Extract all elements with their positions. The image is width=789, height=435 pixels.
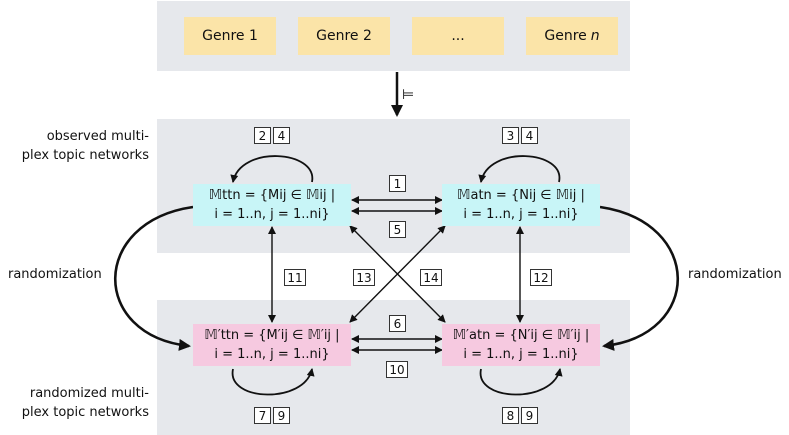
genre-label: Genre 2 <box>316 28 372 44</box>
edge-label-6: 6 <box>389 315 406 332</box>
genre-box-2: Genre 2 <box>298 17 390 55</box>
randomization-left-label: randomization <box>8 267 102 282</box>
loop-ttn-labels: 2 4 <box>254 127 290 144</box>
node-ttn-r-line1: 𝕄′ttn = {M′ij ∈ 𝕄′ij | <box>204 328 340 343</box>
randomized-label-line2: plex topic networks <box>21 405 149 420</box>
node-ttn: 𝕄ttn = {Mij ∈ 𝕄ij | i = 1..n, j = 1..ni} <box>193 184 351 226</box>
edge-label: 8 <box>502 407 519 424</box>
edge-label-5: 5 <box>389 221 406 238</box>
edge-14 <box>349 225 446 323</box>
observed-label-line2: plex topic networks <box>21 148 149 163</box>
genre-n-var: n <box>590 28 600 44</box>
loop-atn <box>478 155 561 183</box>
models-symbol: ⊨ <box>402 87 415 103</box>
node-atn-r-line2: i = 1..n, j = 1..ni} <box>463 347 579 362</box>
observed-label: observed multi- plex topic networks <box>4 127 149 165</box>
edge-label: 4 <box>521 127 538 144</box>
node-ttn-r-line2: i = 1..n, j = 1..ni} <box>214 347 330 362</box>
loop-atn-r <box>479 368 563 396</box>
genre-box-ellipsis: ... <box>412 17 504 55</box>
randomized-label-line1: randomized multi- <box>29 386 149 401</box>
node-ttn-line2: i = 1..n, j = 1..ni} <box>214 207 330 222</box>
node-atn-line1: 𝕄atn = {Nij ∈ 𝕄ij | <box>457 188 585 203</box>
node-atn-r-line1: 𝕄′atn = {N′ij ∈ 𝕄′ij | <box>452 328 590 343</box>
genre-label: Genre 1 <box>202 28 258 44</box>
edge-label: 7 <box>254 407 271 424</box>
edge-label-13: 13 <box>353 269 375 286</box>
randomization-right-curve <box>599 205 680 351</box>
edge-label-11: 11 <box>284 269 306 286</box>
edge-label-10: 10 <box>386 361 408 378</box>
loop-ttn-r-labels: 7 9 <box>254 407 290 424</box>
randomization-left-curve <box>113 205 194 351</box>
genre-label: ... <box>451 28 465 44</box>
edge-label: 3 <box>502 127 519 144</box>
genre-label: Genre <box>544 28 587 44</box>
edge-label: 4 <box>273 127 290 144</box>
edge-label-12: 12 <box>530 269 552 286</box>
edge-label: 9 <box>521 407 538 424</box>
node-ttn-randomized: 𝕄′ttn = {M′ij ∈ 𝕄′ij | i = 1..n, j = 1..… <box>193 324 351 366</box>
randomized-label: randomized multi- plex topic networks <box>4 384 149 422</box>
loop-ttn-r <box>231 368 315 396</box>
loop-atn-r-labels: 8 9 <box>502 407 538 424</box>
edge-label: 9 <box>273 407 290 424</box>
node-ttn-line1: 𝕄ttn = {Mij ∈ 𝕄ij | <box>208 188 336 203</box>
node-atn: 𝕄atn = {Nij ∈ 𝕄ij | i = 1..n, j = 1..ni} <box>442 184 600 226</box>
loop-atn-labels: 3 4 <box>502 127 538 144</box>
genre-box-1: Genre 1 <box>184 17 276 55</box>
node-atn-randomized: 𝕄′atn = {N′ij ∈ 𝕄′ij | i = 1..n, j = 1..… <box>442 324 600 366</box>
node-atn-line2: i = 1..n, j = 1..ni} <box>463 207 579 222</box>
edge-label: 2 <box>254 127 271 144</box>
observed-label-line1: observed multi- <box>46 129 149 144</box>
randomization-right-label: randomization <box>688 267 782 282</box>
loop-ttn <box>230 155 313 183</box>
edge-label-14: 14 <box>420 269 442 286</box>
edge-label-1: 1 <box>389 175 406 192</box>
